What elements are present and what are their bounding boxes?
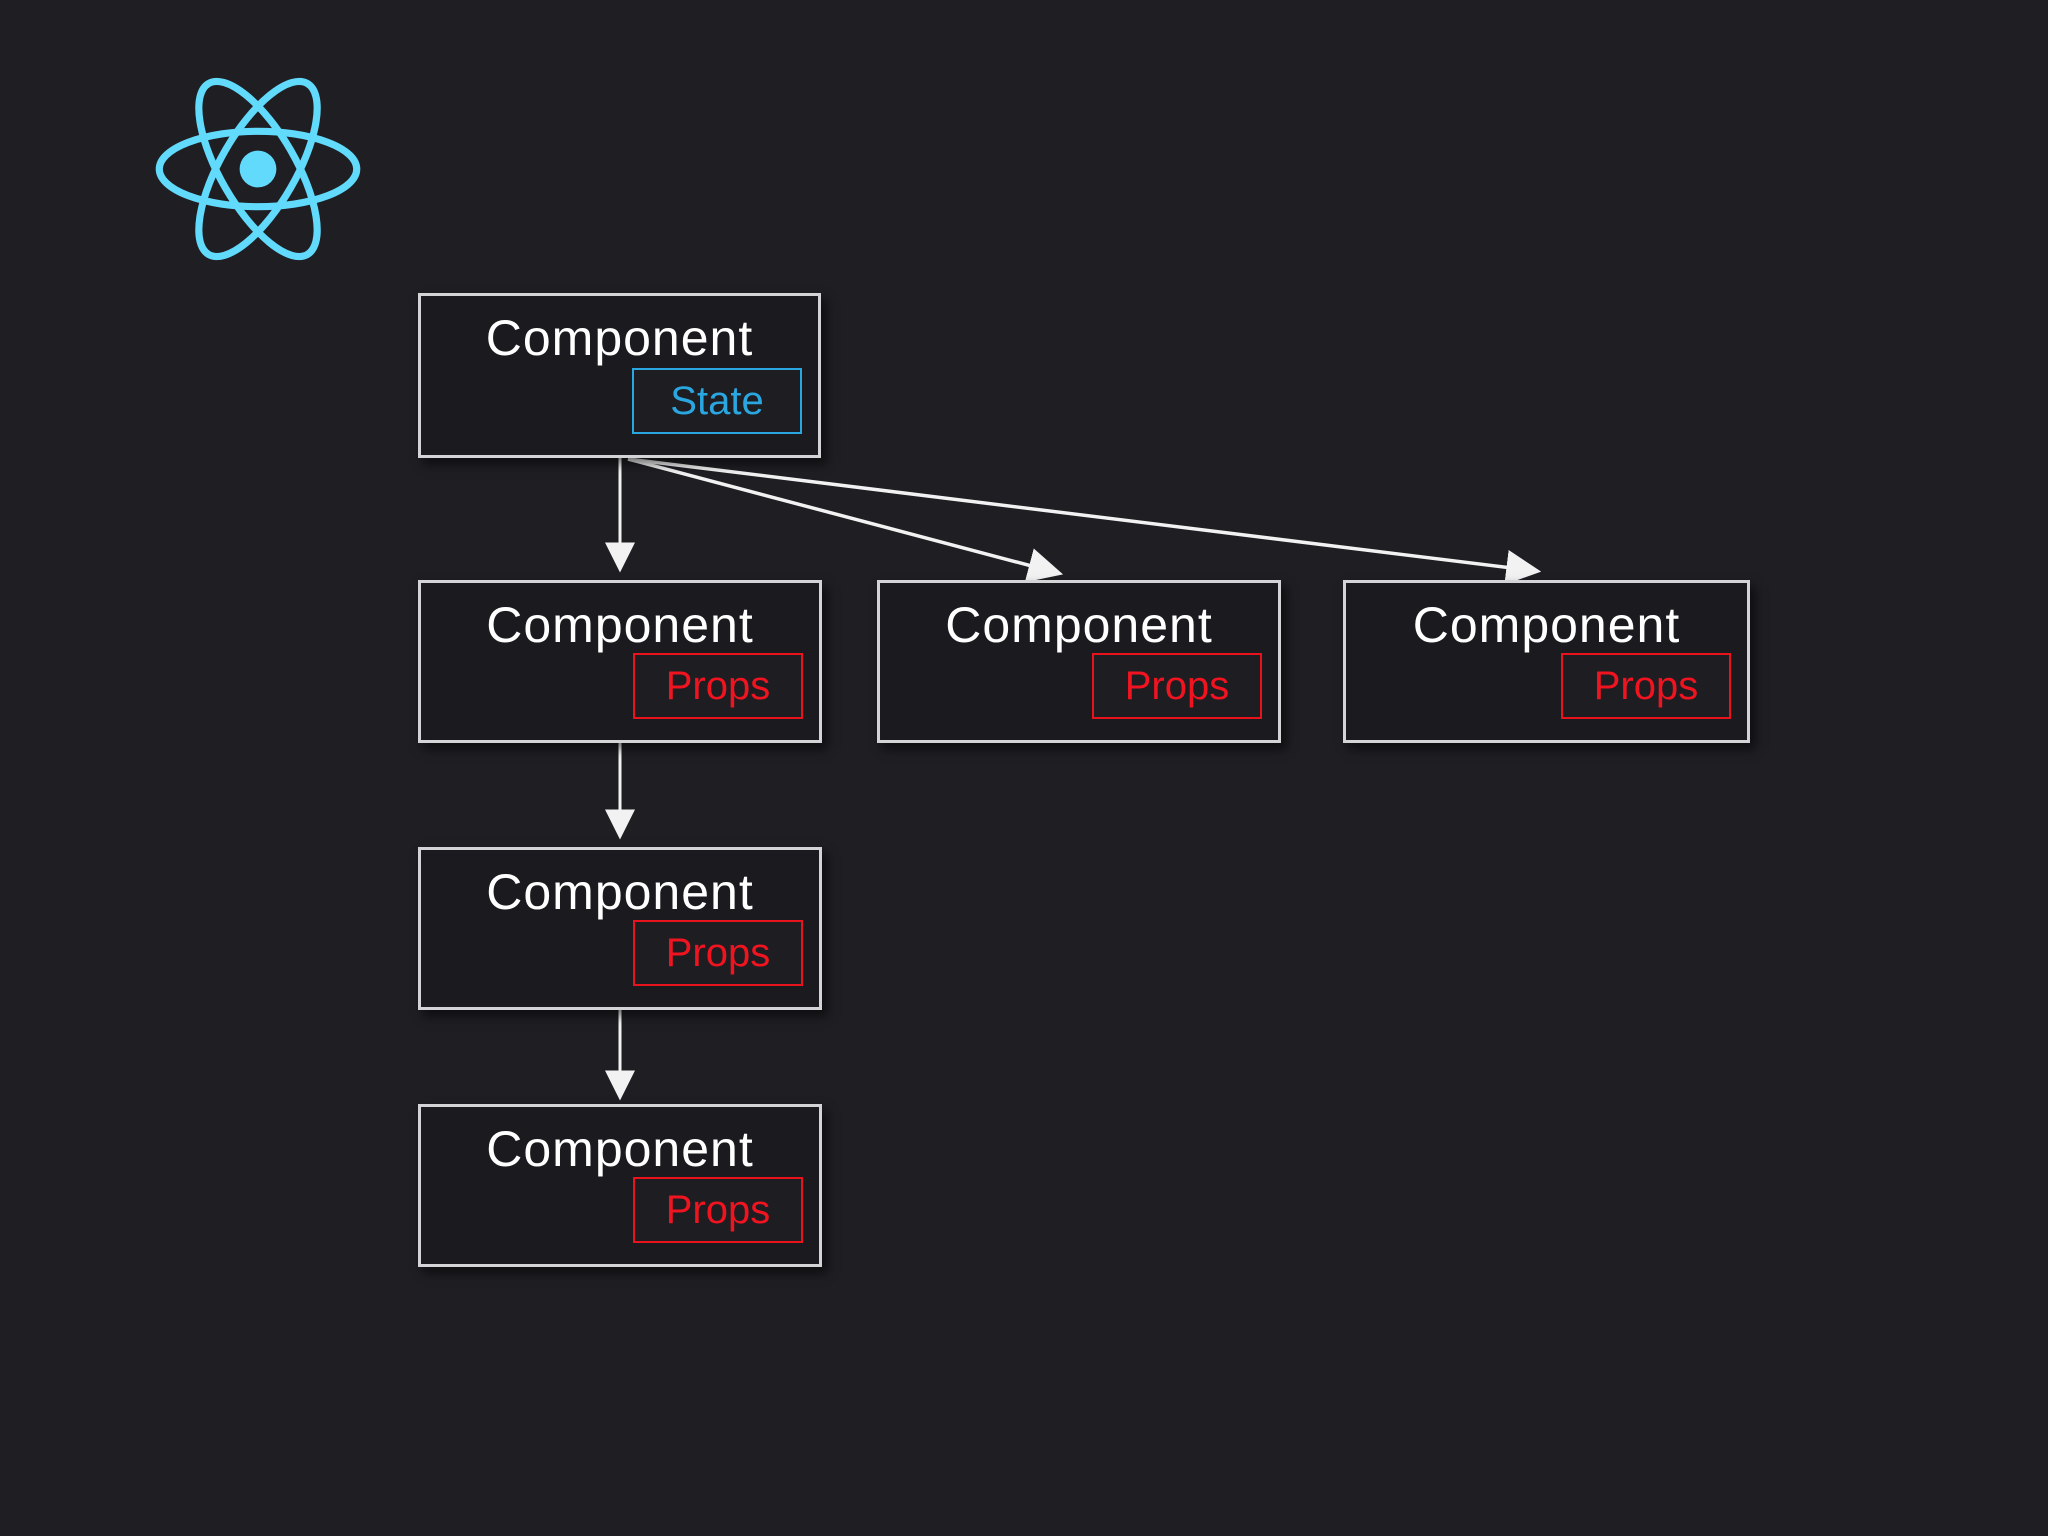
react-logo-nucleus [239, 150, 277, 188]
props-badge: Props [1561, 653, 1731, 719]
component-node-title: Component [486, 1121, 754, 1177]
react-logo-orbit-3 [195, 77, 321, 261]
react-logo-orbit-2 [195, 77, 321, 261]
edge-root-to-child-2 [627, 457, 1064, 583]
component-node-title: Component [485, 310, 754, 366]
component-node-child-2: Component Props [877, 580, 1281, 743]
props-badge: Props [1092, 653, 1262, 719]
component-node-title: Component [486, 864, 754, 920]
state-badge: State [632, 368, 802, 434]
props-badge: Props [633, 1177, 803, 1243]
edge-root-to-child-3 [627, 457, 1542, 585]
component-node-great-grandchild-1: Component Props [418, 1104, 822, 1267]
component-node-grandchild-1: Component Props [418, 847, 822, 1010]
component-node-title: Component [945, 597, 1213, 653]
props-badge: Props [633, 920, 803, 986]
react-logo-icon [155, 77, 361, 261]
component-node-root: Component State [418, 293, 821, 458]
component-node-child-1: Component Props [418, 580, 822, 743]
component-node-child-3: Component Props [1343, 580, 1750, 743]
component-node-title: Component [1412, 597, 1681, 653]
component-node-title: Component [486, 597, 754, 653]
props-badge: Props [633, 653, 803, 719]
